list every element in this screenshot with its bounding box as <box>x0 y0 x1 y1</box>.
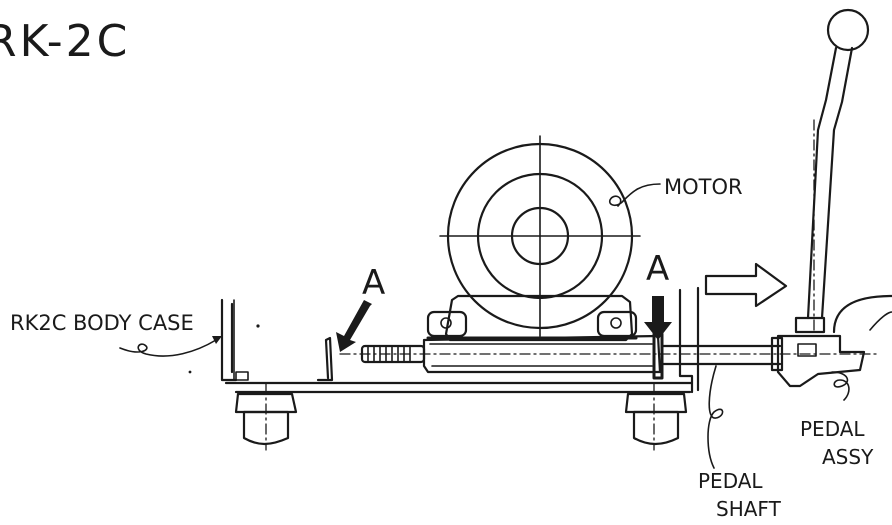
pedal-shaft-label-group: PEDAL SHAFT <box>698 365 782 521</box>
pedal-assy-label-group: PEDAL ASSY <box>800 371 874 469</box>
body-case-label: RK2C BODY CASE <box>10 311 194 335</box>
motor <box>426 135 641 342</box>
direction-arrow <box>704 262 788 308</box>
pedal-lever <box>794 8 870 334</box>
arrow-a-left: A <box>336 263 385 352</box>
pedal-assy-label-line1: PEDAL <box>800 417 865 441</box>
diagram-title: RK-2C <box>0 16 130 67</box>
right-foot <box>624 383 688 451</box>
shaft-assembly <box>339 332 881 380</box>
motor-label-group: MOTOR <box>608 175 743 207</box>
arrow-a-right: A <box>644 249 672 340</box>
body-case-label-group: RK2C BODY CASE <box>10 311 222 357</box>
motor-label: MOTOR <box>664 175 743 199</box>
pedal-shaft-label-line2: SHAFT <box>716 497 782 521</box>
sketch-marks <box>188 324 260 374</box>
left-foot <box>234 383 298 451</box>
pedal-shaft-label-line1: PEDAL <box>698 469 763 493</box>
arrow-a-left-label: A <box>362 263 385 303</box>
base-frame <box>220 286 700 394</box>
pedal-assy-label-line2: ASSY <box>822 445 874 469</box>
arrow-a-right-label: A <box>646 249 669 289</box>
